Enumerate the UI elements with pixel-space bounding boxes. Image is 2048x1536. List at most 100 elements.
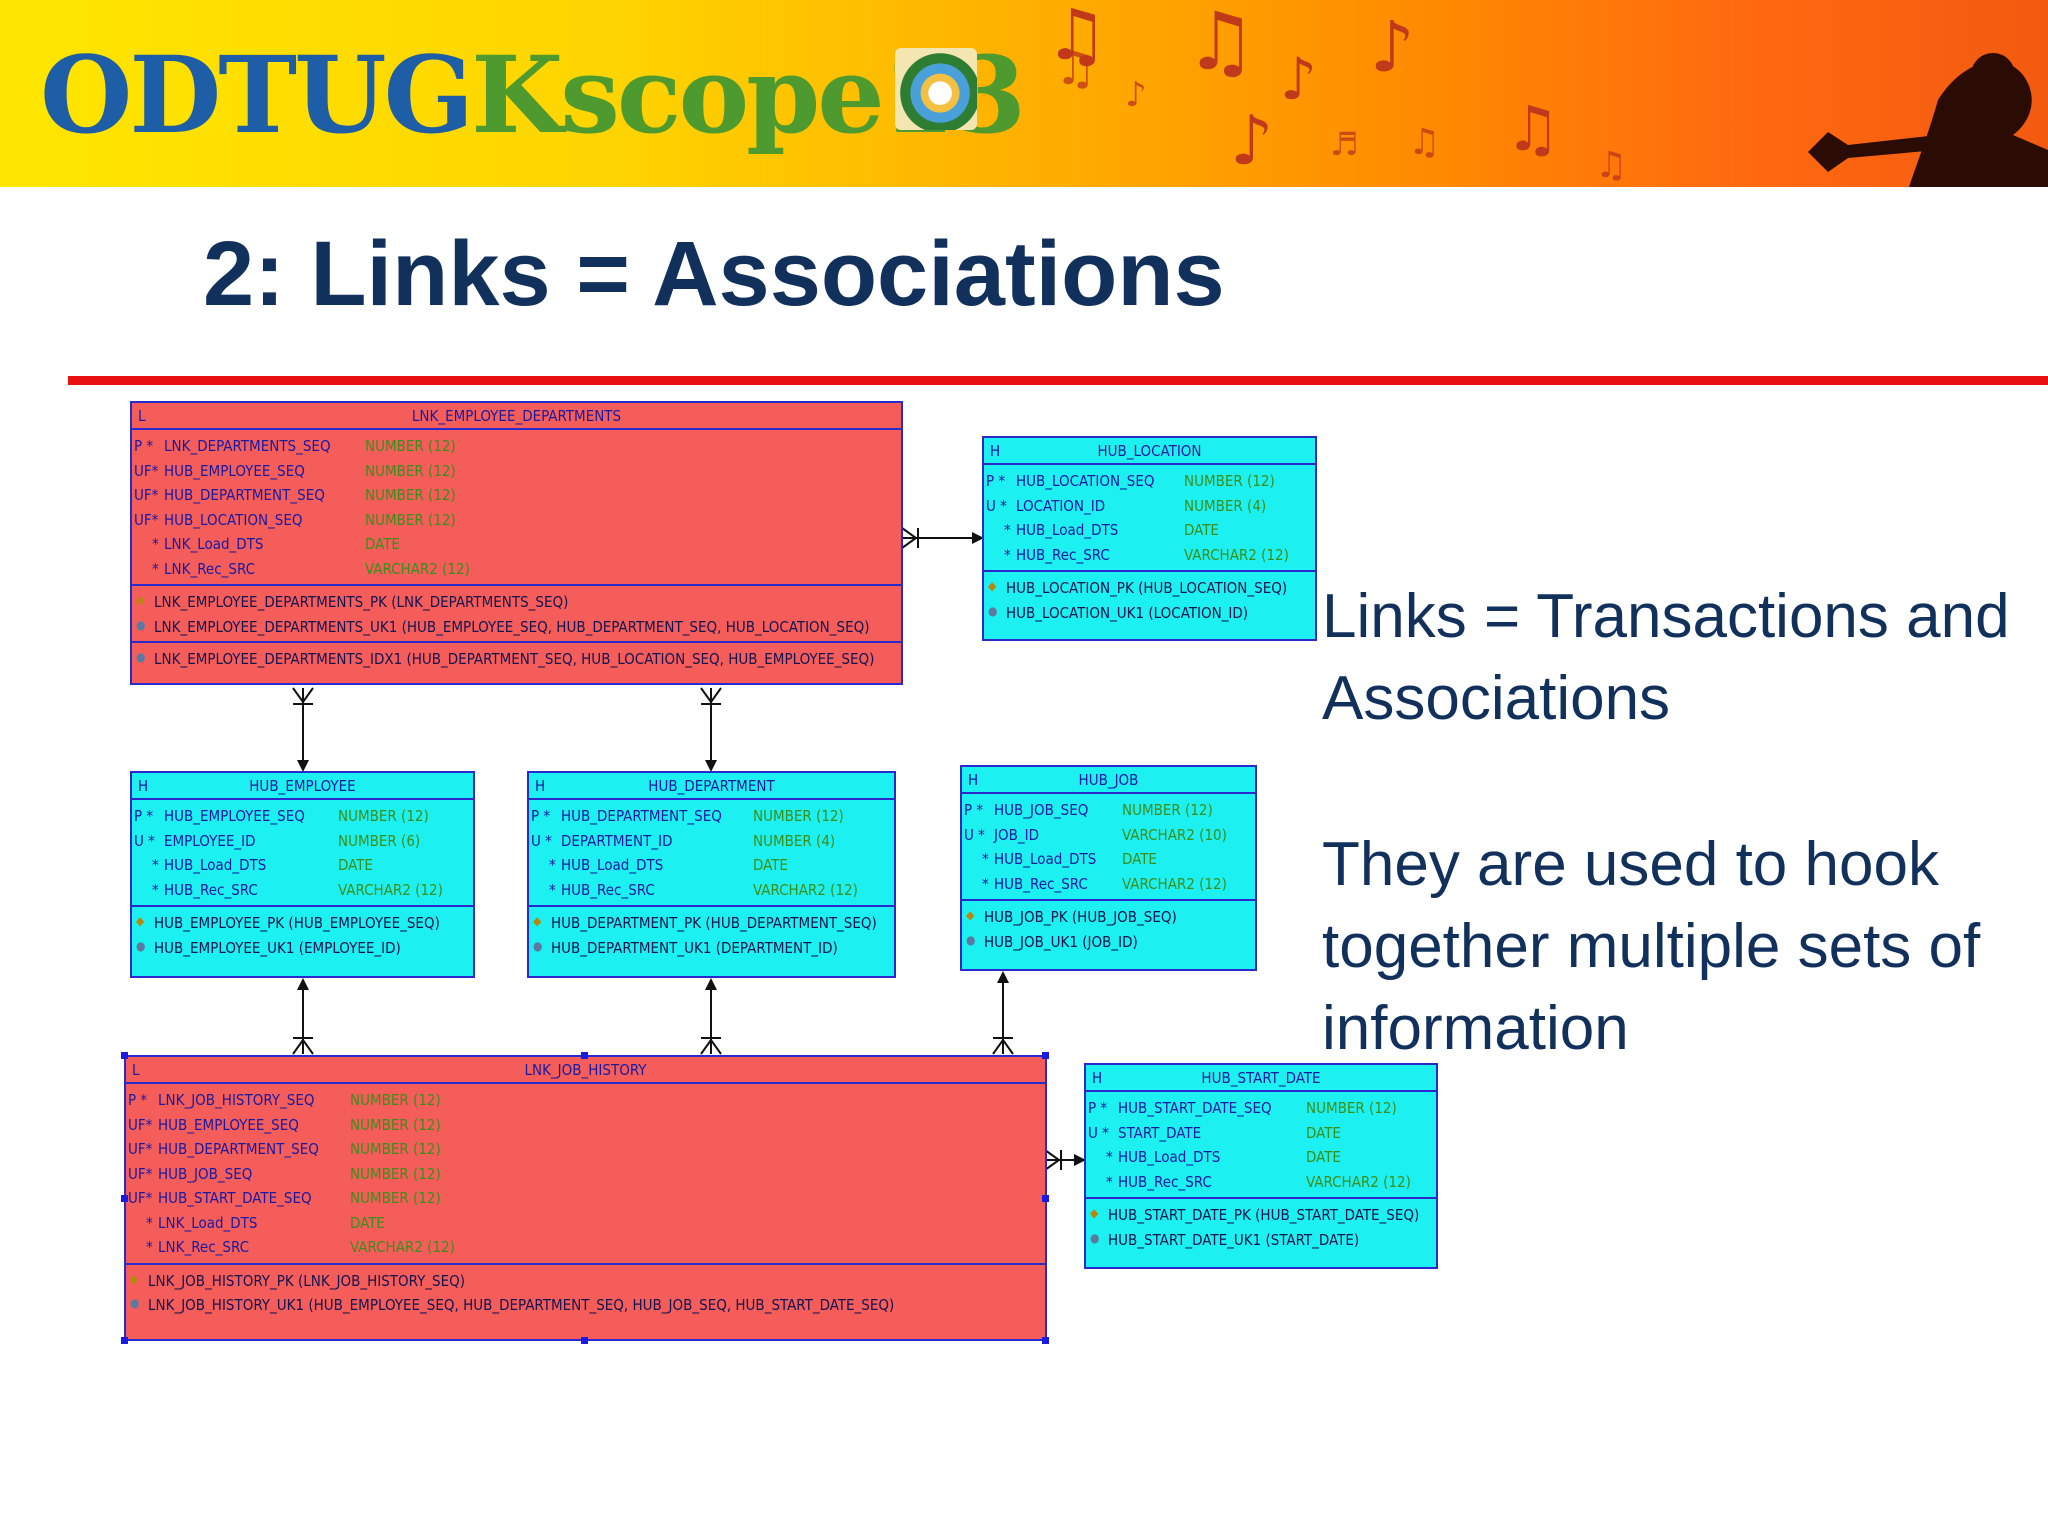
selection-handle[interactable] xyxy=(581,1052,588,1059)
column-datatype: DATE xyxy=(753,856,788,874)
column-name: LNK_DEPARTMENTS_SEQ xyxy=(164,437,331,455)
column-flag: * xyxy=(1106,1172,1113,1191)
column-flag: UF* xyxy=(128,1164,153,1183)
relationship-jobhist-department xyxy=(700,978,722,1055)
relationship-jobhist-startdate xyxy=(1044,1149,1086,1171)
primary-key-icon: ◆ xyxy=(136,593,145,607)
column-name: HUB_Rec_SRC xyxy=(164,880,258,899)
side-text-links-purpose: They are used to hook together multiple … xyxy=(1322,830,1981,1063)
column-datatype: DATE xyxy=(1306,1148,1341,1166)
column-datatype: NUMBER (4) xyxy=(753,831,836,850)
column-name: LNK_JOB_HISTORY_SEQ xyxy=(158,1091,315,1109)
index-icon: ● xyxy=(136,650,146,664)
unique-key-icon: ● xyxy=(136,617,146,632)
column-flag: * xyxy=(1004,545,1011,564)
entity-keys: ◆ LNK_EMPLOYEE_DEPARTMENTS_PK (LNK_DEPART… xyxy=(132,586,901,641)
column-row: * HUB_Rec_SRC VARCHAR2 (12) xyxy=(132,878,473,903)
key-text: HUB_LOCATION_UK1 (LOCATION_ID) xyxy=(1006,603,1249,622)
unique-key-icon: ● xyxy=(533,938,543,953)
column-flag: * xyxy=(1004,521,1011,539)
primary-key-icon: ◆ xyxy=(533,914,542,928)
column-name: HUB_START_DATE_SEQ xyxy=(158,1189,312,1207)
column-name: LNK_Rec_SRC xyxy=(158,1238,249,1256)
column-name: EMPLOYEE_ID xyxy=(164,831,256,850)
column-flag: P * xyxy=(964,801,984,819)
key-text: HUB_START_DATE_PK (HUB_START_DATE_SEQ) xyxy=(1108,1206,1420,1224)
column-flag: UF* xyxy=(128,1189,153,1207)
selection-handle[interactable] xyxy=(581,1337,588,1344)
column-name: HUB_Load_DTS xyxy=(994,850,1097,868)
column-datatype: NUMBER (12) xyxy=(365,510,456,529)
column-flag: P * xyxy=(134,807,154,825)
column-datatype: VARCHAR2 (12) xyxy=(753,880,858,899)
column-name: JOB_ID xyxy=(994,825,1039,844)
selection-handle[interactable] xyxy=(121,1052,128,1059)
entity-lnk-employee-departments[interactable]: L LNK_EMPLOYEE_DEPARTMENTS P *LNK_DEPART… xyxy=(130,401,903,685)
column-flag: UF* xyxy=(134,461,159,480)
selection-handle[interactable] xyxy=(1042,1195,1049,1202)
kscope-logo: ODTUGKscope13 xyxy=(40,30,1026,160)
entity-type-label: H xyxy=(535,777,546,795)
column-datatype: NUMBER (12) xyxy=(365,486,456,504)
column-flag: UF* xyxy=(128,1140,153,1158)
column-flag: * xyxy=(146,1213,153,1232)
column-flag: * xyxy=(146,1238,153,1256)
key-row: ●HUB_LOCATION_UK1 (LOCATION_ID) xyxy=(984,601,1315,626)
header-banner: ODTUGKscope13 ♫ ♫ ♫ ♪ ♪ ♪ ♪ ♬ ♫ ♫ ♫ xyxy=(0,0,2048,187)
column-flag: U * xyxy=(964,825,985,844)
primary-key-icon: ◆ xyxy=(1090,1206,1099,1220)
column-flag: * xyxy=(152,880,159,899)
selection-handle[interactable] xyxy=(121,1195,128,1202)
key-text: LNK_EMPLOYEE_DEPARTMENTS_PK (LNK_DEPARTM… xyxy=(154,593,569,611)
column-name: HUB_LOCATION_SEQ xyxy=(1016,472,1155,490)
key-row: ●LNK_JOB_HISTORY_UK1 (HUB_EMPLOYEE_SEQ, … xyxy=(126,1293,1045,1318)
primary-key-icon: ◆ xyxy=(966,908,975,922)
column-datatype: DATE xyxy=(1184,521,1219,539)
relationship-empdept-location xyxy=(901,527,984,549)
selection-handle[interactable] xyxy=(1042,1052,1049,1059)
column-datatype: VARCHAR2 (12) xyxy=(338,880,443,899)
key-text: HUB_DEPARTMENT_UK1 (DEPARTMENT_ID) xyxy=(551,938,838,957)
selection-handle[interactable] xyxy=(1042,1337,1049,1344)
key-text: HUB_START_DATE_UK1 (START_DATE) xyxy=(1108,1230,1360,1249)
column-flag: P * xyxy=(1088,1099,1108,1117)
trumpet-player-icon xyxy=(1808,53,2048,187)
column-flag: UF* xyxy=(134,486,159,504)
entity-header: H HUB_EMPLOYEE xyxy=(132,773,473,800)
entity-type-label: L xyxy=(132,1061,140,1079)
music-note-icon: ♪ xyxy=(1230,102,1274,181)
entity-lnk-job-history[interactable]: L LNK_JOB_HISTORY P *LNK_JOB_HISTORY_SEQ… xyxy=(124,1055,1047,1341)
key-text: HUB_EMPLOYEE_UK1 (EMPLOYEE_ID) xyxy=(154,938,401,957)
music-note-icon: ♫ xyxy=(1505,92,1561,165)
column-datatype: NUMBER (12) xyxy=(1306,1099,1397,1117)
column-datatype: VARCHAR2 (12) xyxy=(1122,874,1227,893)
key-text: LNK_JOB_HISTORY_PK (LNK_JOB_HISTORY_SEQ) xyxy=(148,1271,466,1290)
key-row: ●HUB_EMPLOYEE_UK1 (EMPLOYEE_ID) xyxy=(132,936,473,961)
column-flag: * xyxy=(1106,1148,1113,1166)
primary-key-icon: ◆ xyxy=(136,914,145,928)
selection-handle[interactable] xyxy=(121,1337,128,1344)
entity-type-label: H xyxy=(968,771,979,789)
column-name: HUB_JOB_SEQ xyxy=(158,1164,253,1183)
column-flag: * xyxy=(549,880,556,899)
entity-type-label: L xyxy=(138,407,146,425)
side-text-links-definition: Links = Transactions and Associations xyxy=(1322,582,2010,733)
